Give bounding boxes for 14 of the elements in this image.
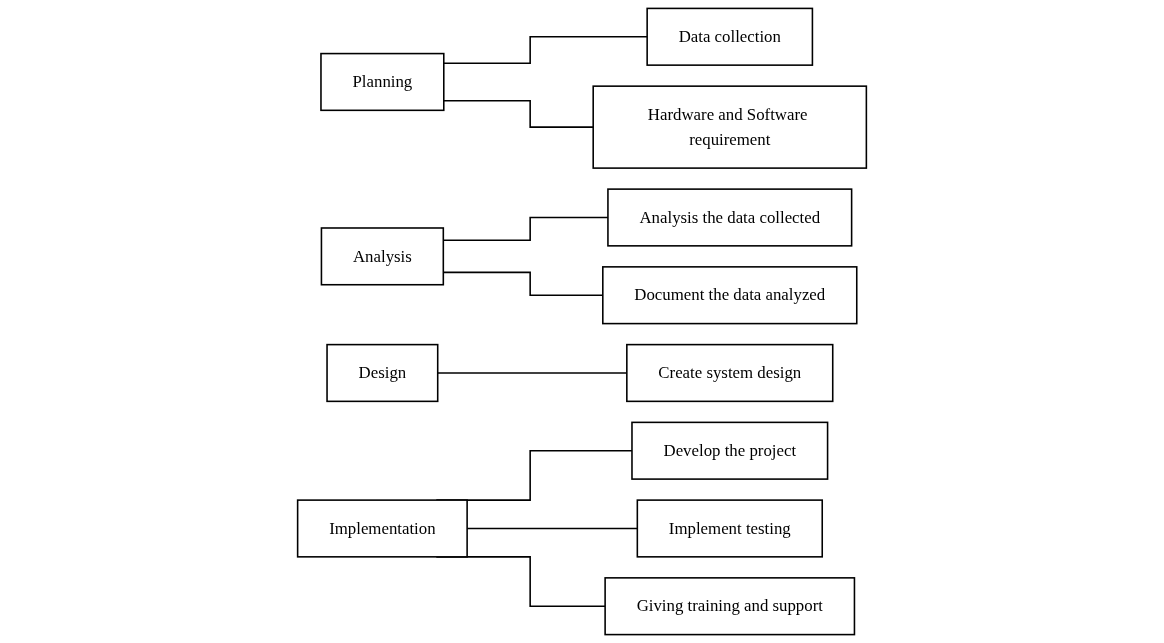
node-box: Develop the project bbox=[631, 421, 829, 480]
node-box: Analysis bbox=[320, 227, 445, 286]
node-box: Document the data analyzed bbox=[602, 266, 858, 325]
node-box: Design bbox=[326, 343, 439, 403]
node-box: Giving training and support bbox=[604, 577, 856, 636]
node-box: Analysis the data collected bbox=[607, 188, 853, 247]
node-box: Create system design bbox=[626, 343, 834, 403]
node-box: Data collection bbox=[646, 7, 814, 66]
node-box: Hardware and Software requirement bbox=[592, 85, 868, 169]
connector bbox=[443, 99, 594, 128]
connector bbox=[443, 36, 648, 64]
node-box: Implementation bbox=[296, 499, 468, 558]
node-box: Planning bbox=[320, 52, 445, 112]
node-box: Implement testing bbox=[636, 499, 823, 558]
